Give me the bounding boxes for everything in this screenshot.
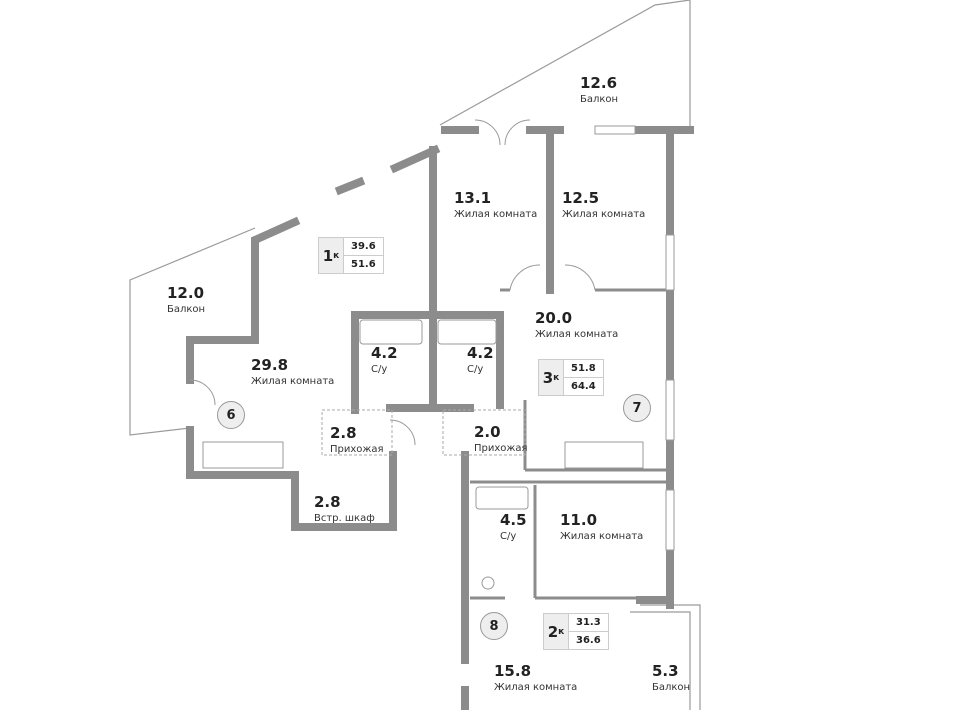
room-area: 12.5 [562,189,600,207]
balcony-outlines [129,0,701,710]
partitions [470,288,670,600]
room-area: 4.2 [467,344,494,362]
apartment-number-8[interactable]: 8 [480,612,508,640]
room-area: 13.1 [454,189,492,207]
room-area: 20.0 [535,309,573,327]
windows [594,125,675,551]
room-name: Балкон [652,681,691,693]
room-area: 5.3 [652,662,679,680]
apartment-number-6[interactable]: 6 [217,401,245,429]
room-name: Жилая комната [562,208,646,220]
room-area: 2.8 [314,493,341,511]
fixtures [189,119,644,590]
room-name: Встр. шкаф [314,512,375,524]
walls [186,126,694,710]
room-name: Жилая комната [251,375,335,387]
hall-outlines [321,409,526,456]
total-area: 51.6 [351,259,376,270]
room-name: Жилая комната [560,530,644,542]
room-area: 2.0 [474,423,501,441]
room-name: С/у [467,363,484,375]
room-name: Балкон [580,93,619,105]
total-area: 64.4 [571,381,596,392]
room-area: 15.8 [494,662,532,680]
room-area: 2.8 [330,424,357,442]
room-area: 12.0 [167,284,205,302]
living-area: 51.8 [564,360,603,378]
room-area: 4.2 [371,344,398,362]
apartment-number-7[interactable]: 7 [623,394,651,422]
room-name: Прихожая [474,442,528,454]
room-area: 29.8 [251,356,289,374]
room-name: Жилая комната [494,681,578,693]
room-area: 11.0 [560,511,598,529]
room-area: 4.5 [500,511,527,529]
room-name: Жилая комната [535,328,619,340]
living-area: 39.6 [344,238,383,256]
room-name: С/у [371,363,388,375]
room-name: Жилая комната [454,208,538,220]
room-name: Прихожая [330,443,384,455]
living-area: 31.3 [569,614,608,632]
room-area: 12.6 [580,74,618,92]
room-name: Балкон [167,303,206,315]
total-area: 36.6 [576,635,601,646]
room-name: С/у [500,530,517,542]
